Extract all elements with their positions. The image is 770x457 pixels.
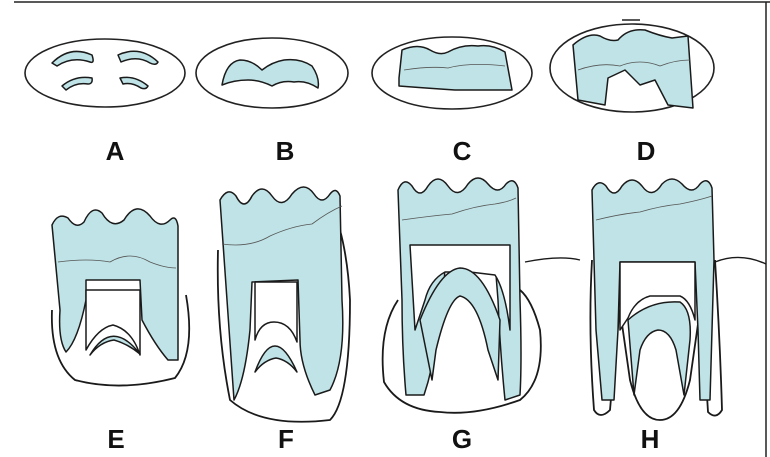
stage-h-drawing (590, 179, 766, 420)
stage-b-drawing (196, 38, 348, 108)
stage-h-gum-line (715, 257, 766, 264)
stage-g-drawing (383, 178, 580, 413)
stage-label-e: E (107, 424, 124, 454)
stage-f-drawing (218, 187, 350, 422)
stage-d-drawing (550, 20, 714, 112)
stage-label-g: G (452, 424, 472, 454)
stage-label-a: A (106, 136, 125, 166)
stage-a-drawing (25, 39, 185, 107)
stage-label-c: C (453, 136, 472, 166)
stage-label-d: D (637, 136, 656, 166)
stage-e-drawing (52, 209, 189, 386)
stage-c-crown (399, 46, 512, 90)
stage-label-h: H (641, 424, 660, 454)
stage-label-f: F (278, 424, 294, 454)
stage-label-b: B (276, 136, 295, 166)
stage-c-drawing (372, 37, 532, 109)
stage-g-gum-line (525, 258, 580, 262)
stage-a-crypt (25, 39, 185, 107)
